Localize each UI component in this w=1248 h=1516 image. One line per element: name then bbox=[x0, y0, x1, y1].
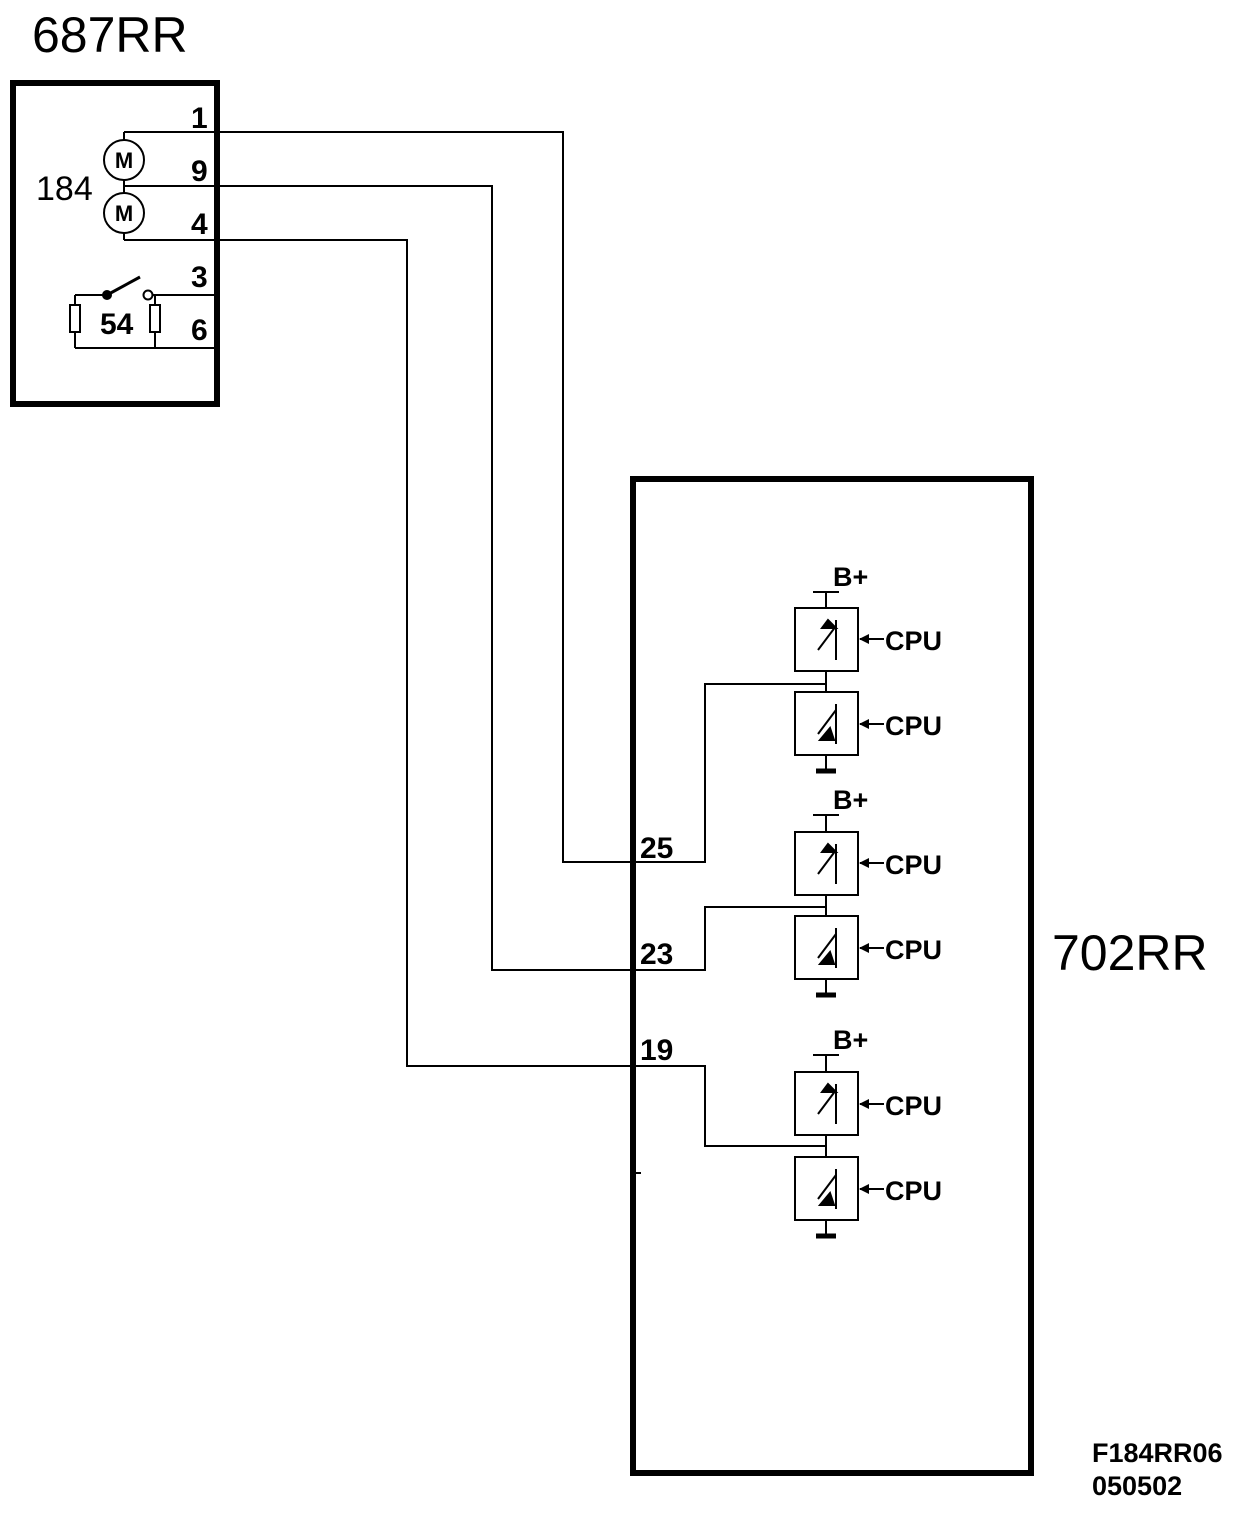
motor-2-icon: M bbox=[103, 192, 145, 240]
cpu-label-4: CPU bbox=[885, 935, 942, 965]
cpu-label-5: CPU bbox=[885, 1091, 942, 1121]
component-687rr-box bbox=[10, 80, 220, 407]
pin-25-label: 25 bbox=[640, 832, 673, 865]
low-side-transistor-icon bbox=[817, 1169, 837, 1209]
motor-group-label: 184 bbox=[36, 170, 93, 208]
motor-1-symbol: M bbox=[115, 148, 133, 173]
high-side-transistor-icon bbox=[817, 1082, 839, 1124]
figure-code: F184RR06 bbox=[1092, 1438, 1223, 1468]
wire-pin9-to-pin23 bbox=[124, 185, 826, 971]
pin-6-label: 6 bbox=[191, 314, 208, 347]
high-side-transistor-icon bbox=[817, 842, 839, 884]
bplus-label-1: B+ bbox=[833, 562, 868, 592]
cpu-label-1: CPU bbox=[885, 626, 942, 656]
pin-19-label: 19 bbox=[640, 1034, 673, 1067]
pin-23-label: 23 bbox=[640, 938, 673, 971]
half-bridge-3 bbox=[794, 1054, 884, 1239]
switch-label: 54 bbox=[100, 308, 134, 341]
module-702rr-box bbox=[630, 476, 1034, 1476]
bplus-label-2: B+ bbox=[833, 785, 868, 815]
low-side-transistor-icon bbox=[817, 704, 837, 744]
pin-3-label: 3 bbox=[191, 261, 208, 294]
motor-1-icon: M bbox=[103, 132, 145, 181]
low-side-transistor-icon bbox=[817, 928, 837, 968]
cpu-label-6: CPU bbox=[885, 1176, 942, 1206]
half-bridge-1 bbox=[794, 591, 884, 774]
cpu-label-3: CPU bbox=[885, 850, 942, 880]
bplus-label-3: B+ bbox=[833, 1025, 868, 1055]
component-687rr-label: 687RR bbox=[32, 7, 188, 63]
high-side-transistor-icon bbox=[817, 618, 839, 660]
half-bridge-2 bbox=[794, 814, 884, 998]
pin-1-label: 1 bbox=[191, 102, 208, 135]
pin-4-label: 4 bbox=[191, 208, 208, 241]
pin-9-label: 9 bbox=[191, 155, 208, 188]
module-702rr-label: 702RR bbox=[1052, 925, 1208, 981]
wire-pin4-to-pin19 bbox=[124, 239, 826, 1147]
cpu-label-2: CPU bbox=[885, 711, 942, 741]
motor-2-symbol: M bbox=[115, 201, 133, 226]
wire-pin1-to-pin25 bbox=[124, 131, 826, 863]
position-switch-icon bbox=[69, 275, 216, 349]
date-code: 050502 bbox=[1092, 1471, 1182, 1501]
